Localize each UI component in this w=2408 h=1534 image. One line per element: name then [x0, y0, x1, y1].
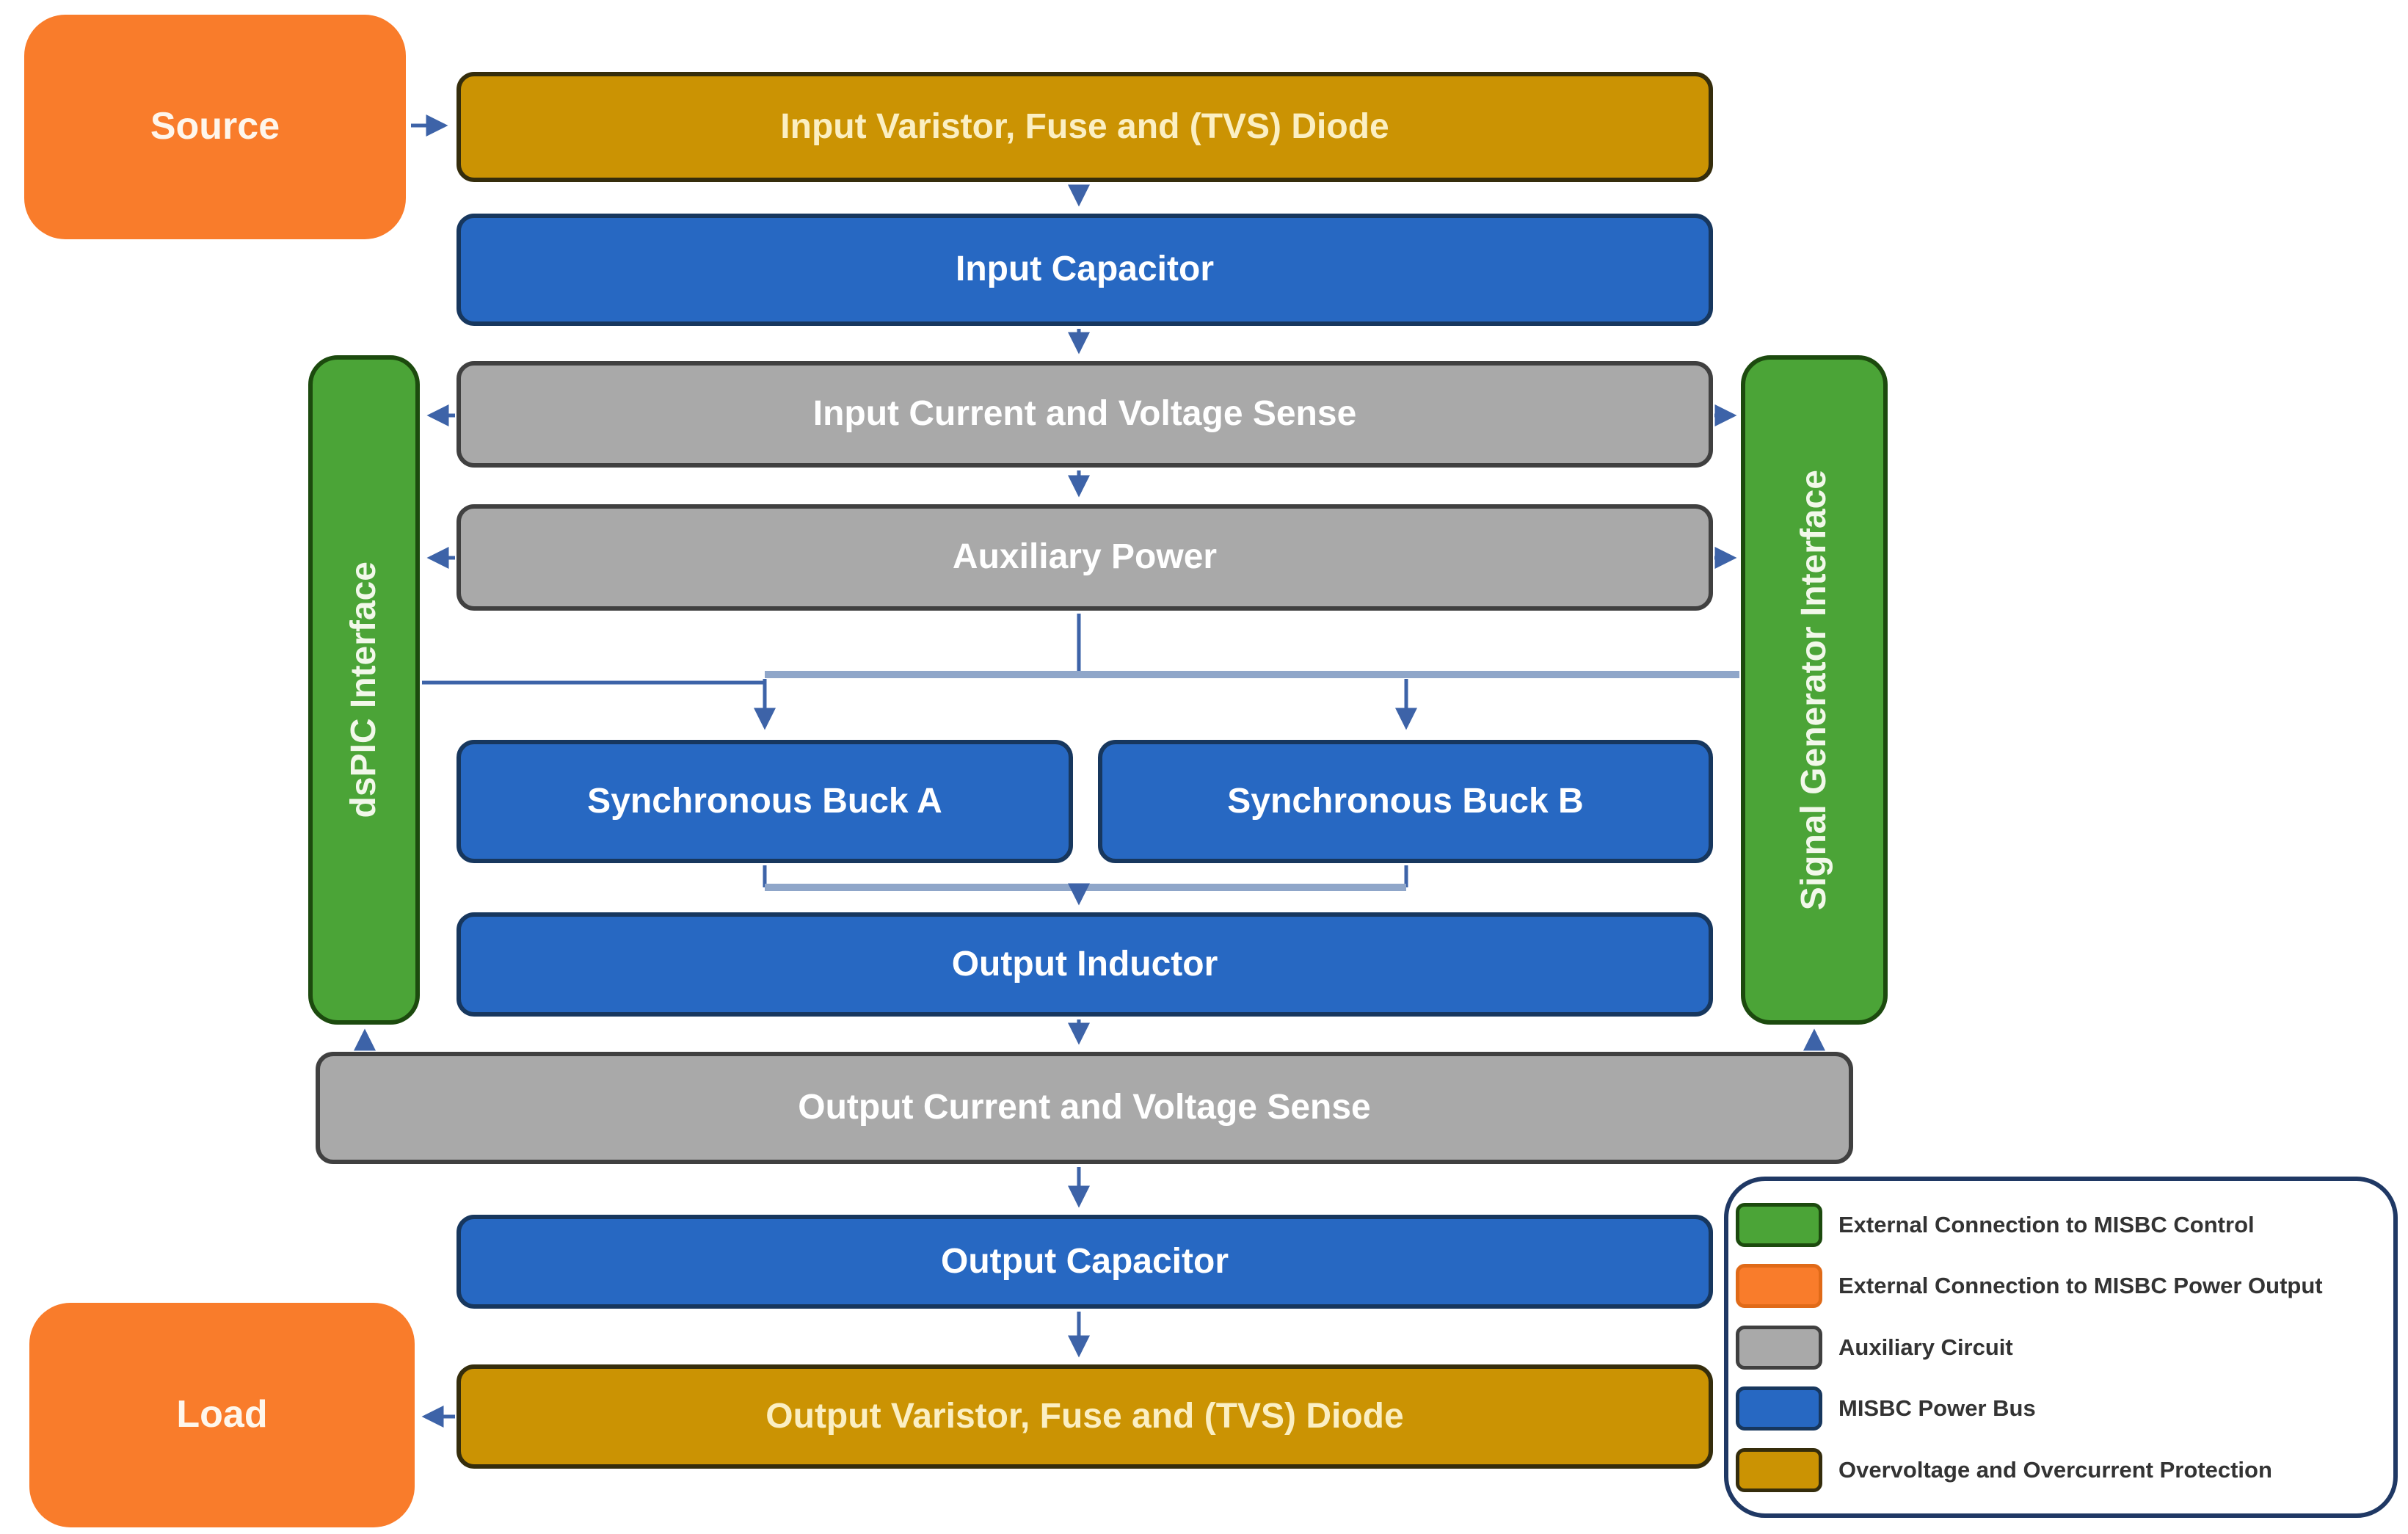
node-synchronous-buck-a: Synchronous Buck A — [456, 740, 1073, 863]
legend-chip-gold — [1736, 1447, 1822, 1492]
node-input-current-voltage-sense: Input Current and Voltage Sense — [456, 361, 1713, 468]
node-output-current-voltage-sense: Output Current and Voltage Sense — [316, 1052, 1853, 1164]
node-dspic-interface: dsPIC Interface — [308, 355, 420, 1025]
node-synchronous-buck-b: Synchronous Buck B — [1098, 740, 1713, 863]
signal-generator-interface-label: Signal Generator Interface — [1794, 469, 1833, 911]
node-output-varistor-fuse-tvs-diode: Output Varistor, Fuse and (TVS) Diode — [456, 1364, 1713, 1469]
legend-item-overvoltage-protection: Overvoltage and Overcurrent Protection — [1736, 1447, 2379, 1492]
legend-label: MISBC Power Bus — [1838, 1395, 2036, 1421]
legend-item-external-power-output: External Connection to MISBC Power Outpu… — [1736, 1264, 2379, 1308]
legend-chip-green — [1736, 1202, 1822, 1247]
node-load: Load — [29, 1303, 415, 1527]
legend-item-power-bus: MISBC Power Bus — [1736, 1386, 2379, 1431]
legend-label: External Connection to MISBC Control — [1838, 1211, 2255, 1237]
legend-item-external-control: External Connection to MISBC Control — [1736, 1202, 2379, 1247]
node-signal-generator-interface: Signal Generator Interface — [1741, 355, 1888, 1025]
node-output-capacitor: Output Capacitor — [456, 1215, 1713, 1309]
node-input-capacitor: Input Capacitor — [456, 214, 1713, 326]
legend-label: Auxiliary Circuit — [1838, 1334, 2013, 1360]
legend-chip-gray — [1736, 1325, 1822, 1370]
node-source: Source — [24, 15, 406, 239]
node-input-varistor-fuse-tvs-diode: Input Varistor, Fuse and (TVS) Diode — [456, 72, 1713, 182]
legend-label: Overvoltage and Overcurrent Protection — [1838, 1456, 2272, 1483]
legend-item-auxiliary-circuit: Auxiliary Circuit — [1736, 1325, 2379, 1370]
legend: External Connection to MISBC Control Ext… — [1724, 1177, 2398, 1518]
node-output-inductor: Output Inductor — [456, 912, 1713, 1017]
legend-label: External Connection to MISBC Power Outpu… — [1838, 1273, 2323, 1298]
node-auxiliary-power: Auxiliary Power — [456, 504, 1713, 611]
legend-chip-blue — [1736, 1386, 1822, 1431]
dspic-interface-label: dsPIC Interface — [343, 561, 383, 818]
legend-chip-orange — [1736, 1264, 1822, 1308]
